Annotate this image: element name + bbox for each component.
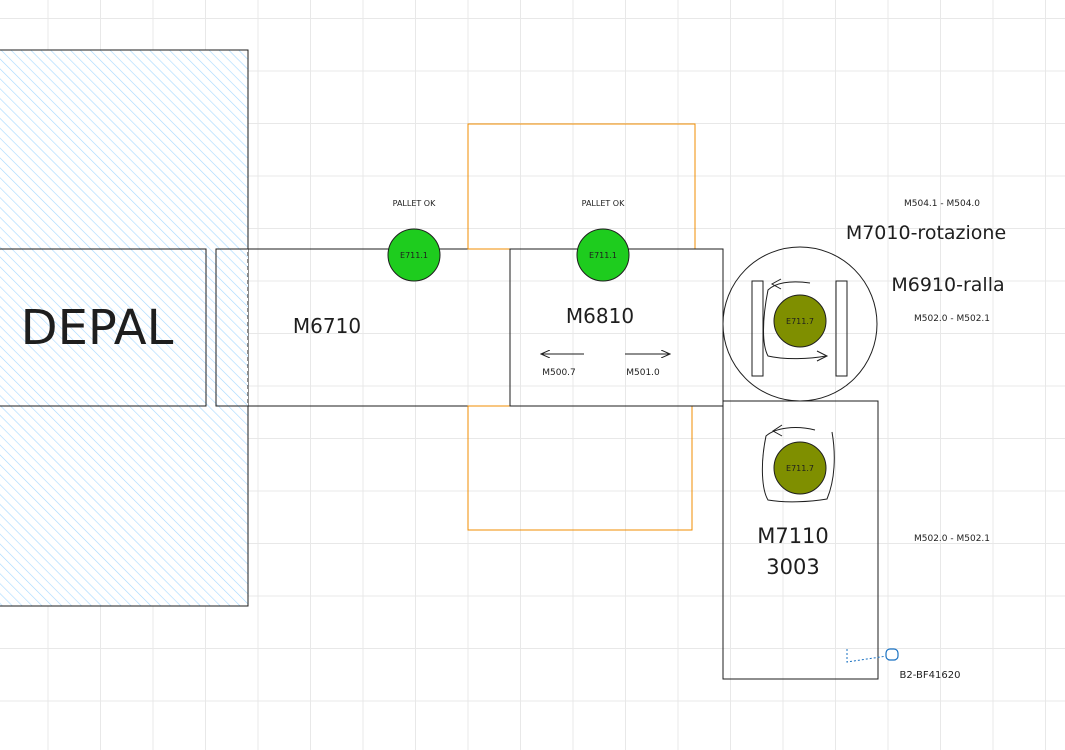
m6810-label: M6810: [566, 304, 634, 328]
sensor-1-id: E711.1: [400, 251, 428, 260]
rotation-arrow-icon: [763, 281, 827, 360]
m6710-label: M6710: [293, 314, 361, 338]
m501-0-label: M501.0: [626, 368, 660, 378]
m7110-code: 3003: [766, 555, 819, 579]
conveyor-m6710[interactable]: [215, 248, 511, 407]
m502-annotation-top: M502.0 - M502.1: [914, 314, 990, 324]
rotation-guide-right: [835, 280, 848, 377]
orange-zone-top[interactable]: [467, 123, 696, 250]
sensor-3-id: E711.7: [786, 317, 814, 326]
sensor-1-caption: PALLET OK: [393, 199, 436, 208]
orange-zone-bottom[interactable]: [467, 405, 693, 531]
sensor-e711-7-a[interactable]: [773, 294, 827, 348]
sensor-4-id: E711.7: [786, 464, 814, 473]
rotation-arrow-head-bottom-icon: [816, 350, 829, 362]
m504-annotation: M504.1 - M504.0: [904, 199, 980, 209]
m7110-label: M7110: [757, 524, 829, 548]
m7110-rotation-arrow-icon: [761, 427, 835, 503]
bf-sensor-label: B2-BF41620: [900, 670, 961, 681]
sensor-2-id: E711.1: [589, 251, 617, 260]
m502-annotation-bottom: M502.0 - M502.1: [914, 534, 990, 544]
sensor-e711-1-a[interactable]: [387, 228, 441, 282]
conveyor-m7110[interactable]: [722, 400, 879, 680]
m500-7-label: M500.7: [542, 368, 576, 378]
depal-overlap-strip[interactable]: [215, 248, 249, 407]
ralla-title: M6910-ralla: [891, 274, 1004, 296]
sensor-e711-1-b[interactable]: [576, 228, 630, 282]
depal-label: DEPAL: [21, 300, 174, 356]
sensor-e711-7-b[interactable]: [773, 441, 827, 495]
sensor-2-caption: PALLET OK: [582, 199, 625, 208]
rotation-title: M7010-rotazione: [846, 222, 1006, 244]
bf-sensor-link[interactable]: [846, 649, 888, 663]
rotation-arrow-head-top-icon: [770, 278, 782, 290]
rotation-guide-left: [751, 280, 764, 377]
bf-sensor-handle[interactable]: [885, 648, 899, 661]
m7110-arrow-head-top-icon: [772, 424, 783, 437]
depal-box[interactable]: [0, 248, 207, 407]
